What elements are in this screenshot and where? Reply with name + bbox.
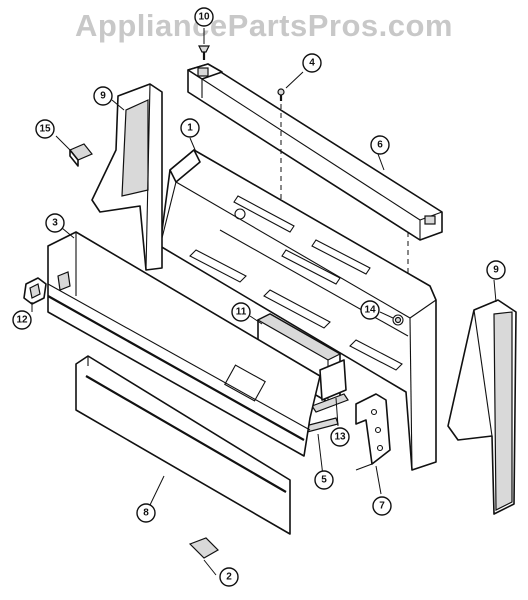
svg-text:4: 4 [309,58,315,69]
part-small-bracket [311,393,349,413]
svg-text:8: 8 [143,508,149,519]
part-knob [69,143,93,167]
callout-15: 15 [35,119,55,139]
svg-text:14: 14 [364,305,376,316]
part-side-bracket [355,393,391,471]
callout-1: 1 [180,118,200,138]
callout-7: 7 [372,496,392,516]
part-switch [23,277,47,305]
svg-text:11: 11 [236,307,247,318]
part-end-cap-left [91,83,163,271]
callout-6: 6 [370,135,390,155]
part-control-panel [47,231,321,457]
svg-text:3: 3 [52,218,58,229]
svg-text:1: 1 [187,123,193,134]
part-top-bar [187,63,443,241]
callout-13: 13 [330,427,350,447]
callout-12: 12 [12,310,32,330]
callout-9-left: 9 [93,86,113,106]
part-main-frame [159,149,437,471]
callout-5: 5 [314,470,334,490]
svg-text:2: 2 [226,572,232,583]
svg-text:13: 13 [334,432,346,443]
callout-11: 11 [231,302,251,322]
part-end-cap-right [447,299,517,515]
svg-text:6: 6 [377,140,383,151]
leader-lines [31,28,497,576]
callout-4: 4 [302,53,322,73]
svg-text:7: 7 [379,501,385,512]
svg-text:12: 12 [16,315,28,326]
callout-9-right: 9 [486,260,506,280]
part-clip [188,537,219,559]
callout-10: 10 [194,7,214,27]
svg-text:9: 9 [100,91,106,102]
part-grommet [392,314,404,326]
part-screw-top [198,45,210,60]
svg-text:9: 9 [493,265,499,276]
callout-2: 2 [219,567,239,587]
callout-3: 3 [45,213,65,233]
watermark: AppliancePartsPros.com [75,8,453,43]
svg-text:15: 15 [39,124,51,135]
part-screw-bar [277,88,285,101]
part-lower-panel [75,355,291,535]
callout-14: 14 [360,300,380,320]
svg-text:5: 5 [321,475,327,486]
svg-text:10: 10 [198,12,210,23]
callout-8: 8 [136,503,156,523]
